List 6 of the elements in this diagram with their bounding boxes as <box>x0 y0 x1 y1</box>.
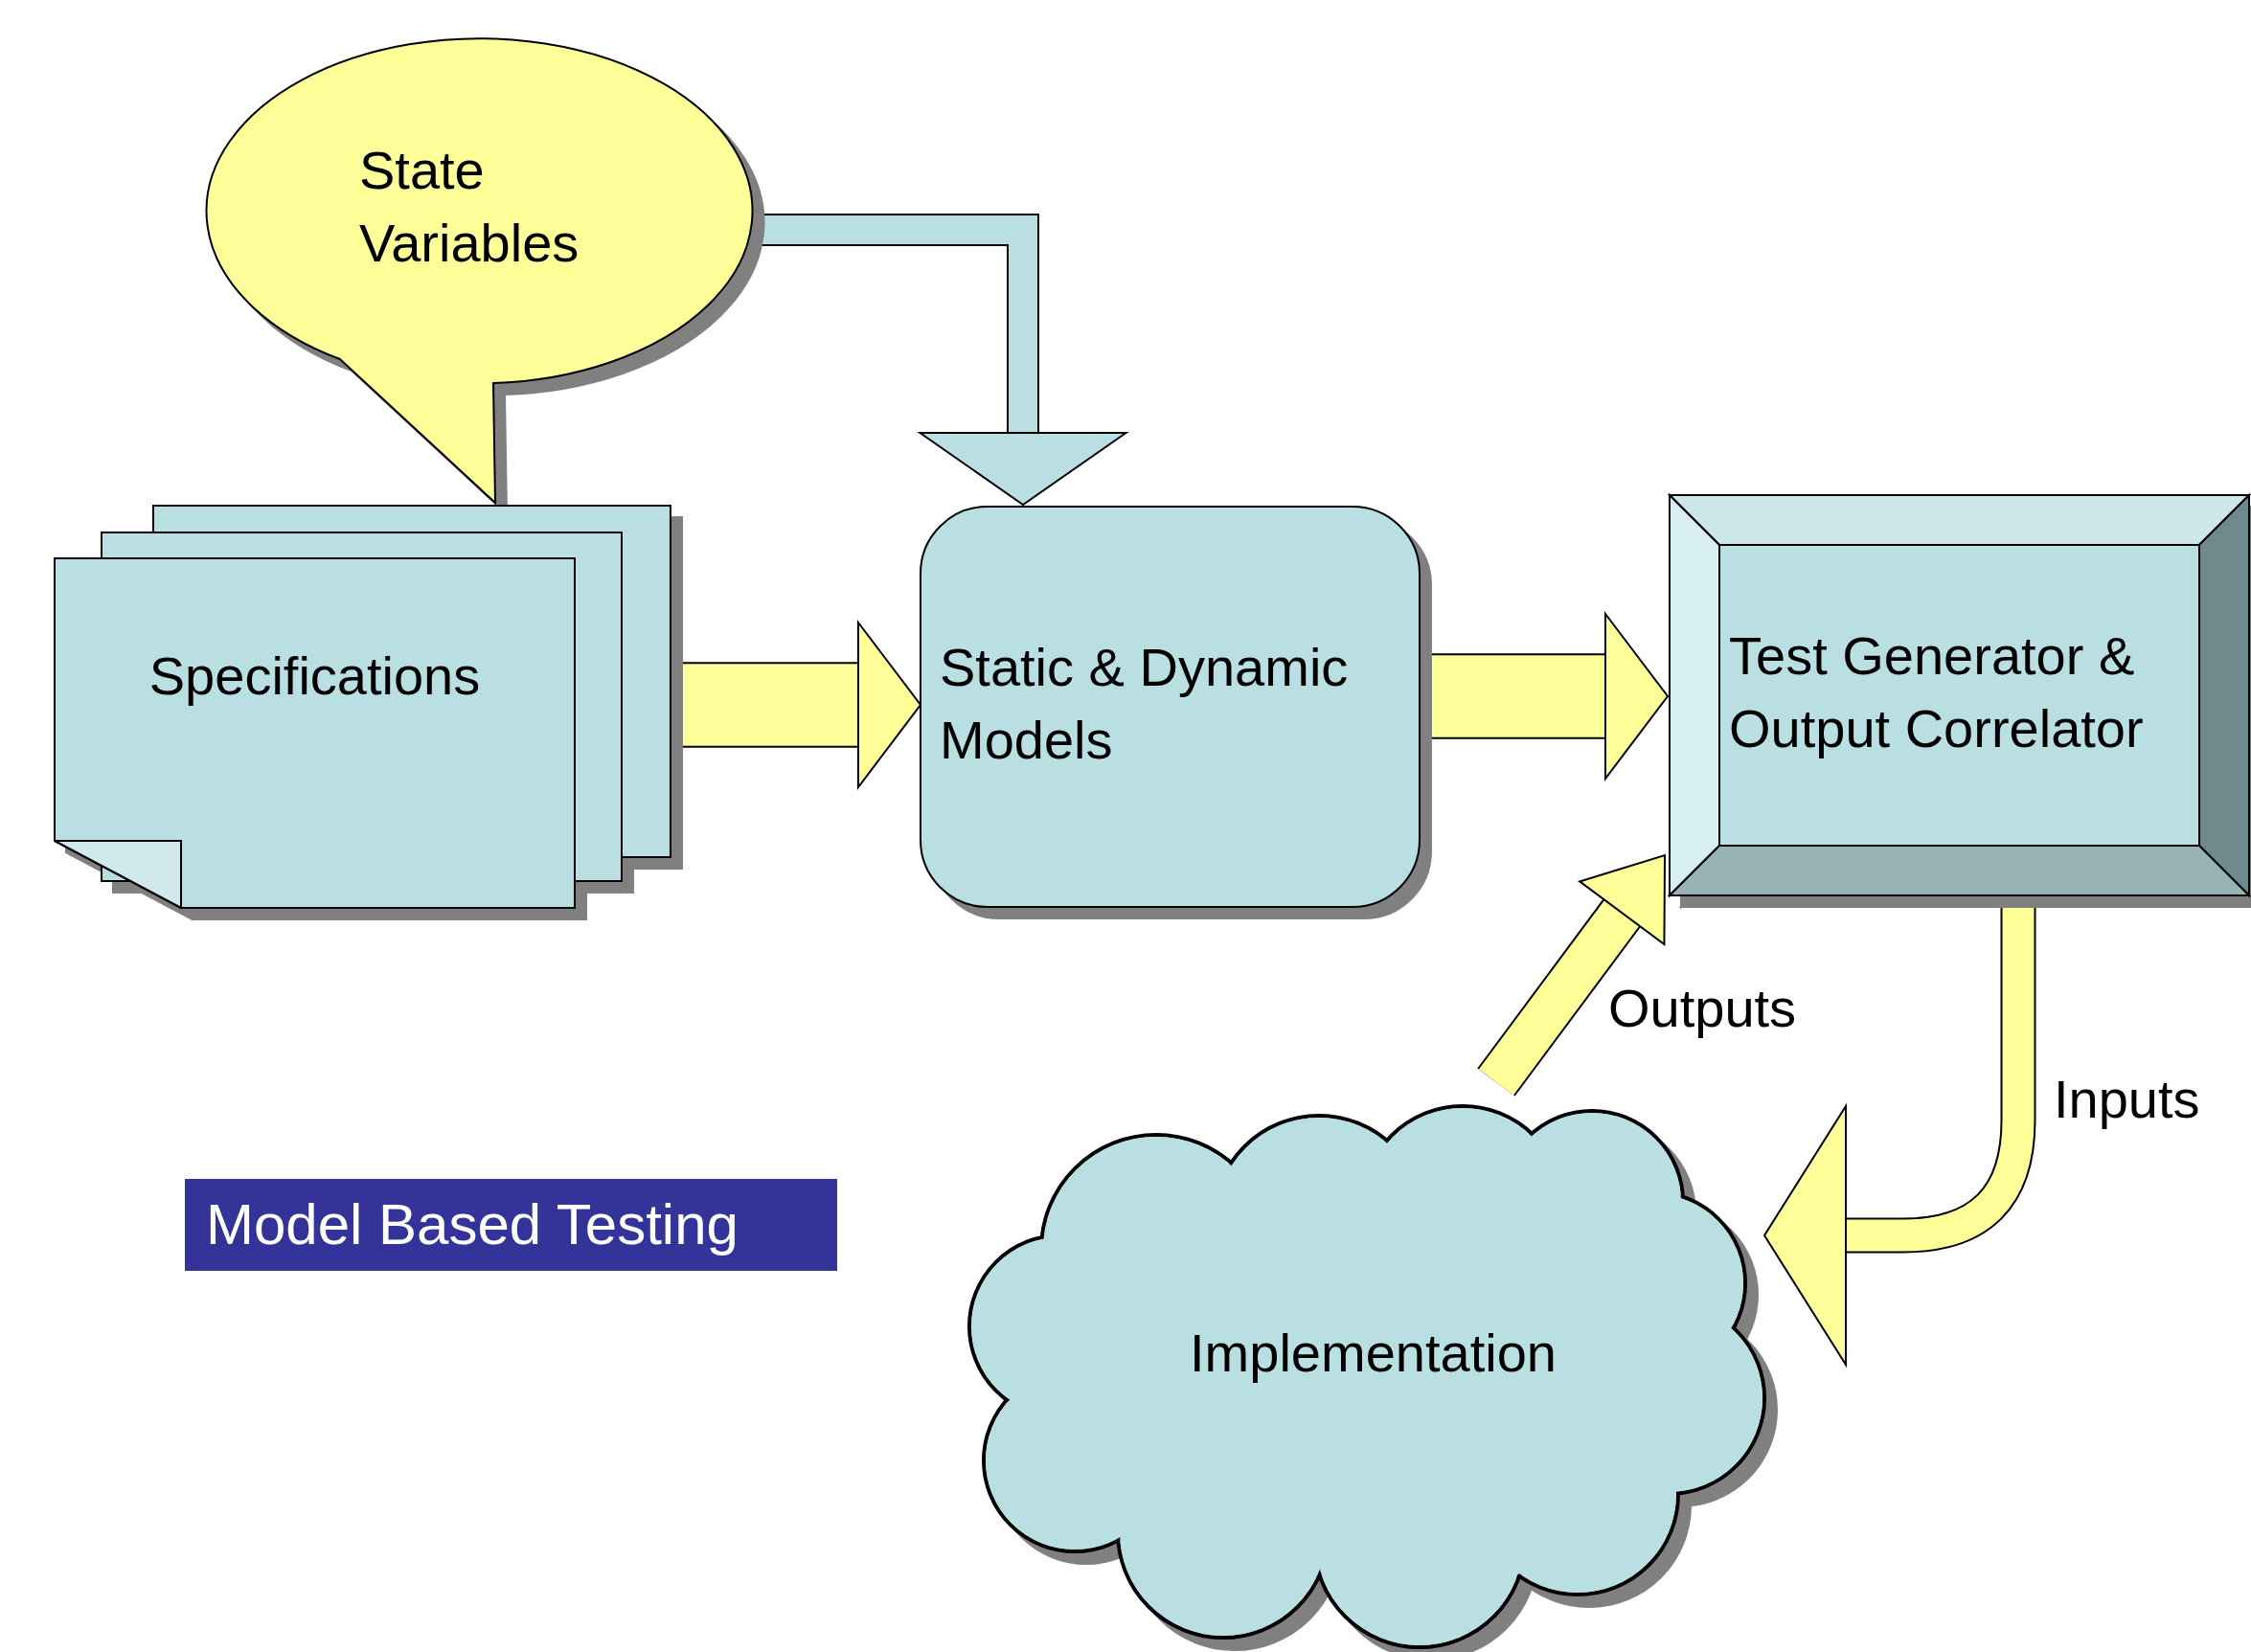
node-label: Static & Dynamic Models <box>940 636 1350 772</box>
node-label: Test Generator & Output Correlator <box>1729 624 2145 760</box>
node-label: Specifications <box>148 645 482 708</box>
node-label: Implementation <box>1189 1322 1558 1385</box>
title-banner: Model Based Testing <box>185 1179 837 1271</box>
node-label: State Variables <box>359 139 580 275</box>
